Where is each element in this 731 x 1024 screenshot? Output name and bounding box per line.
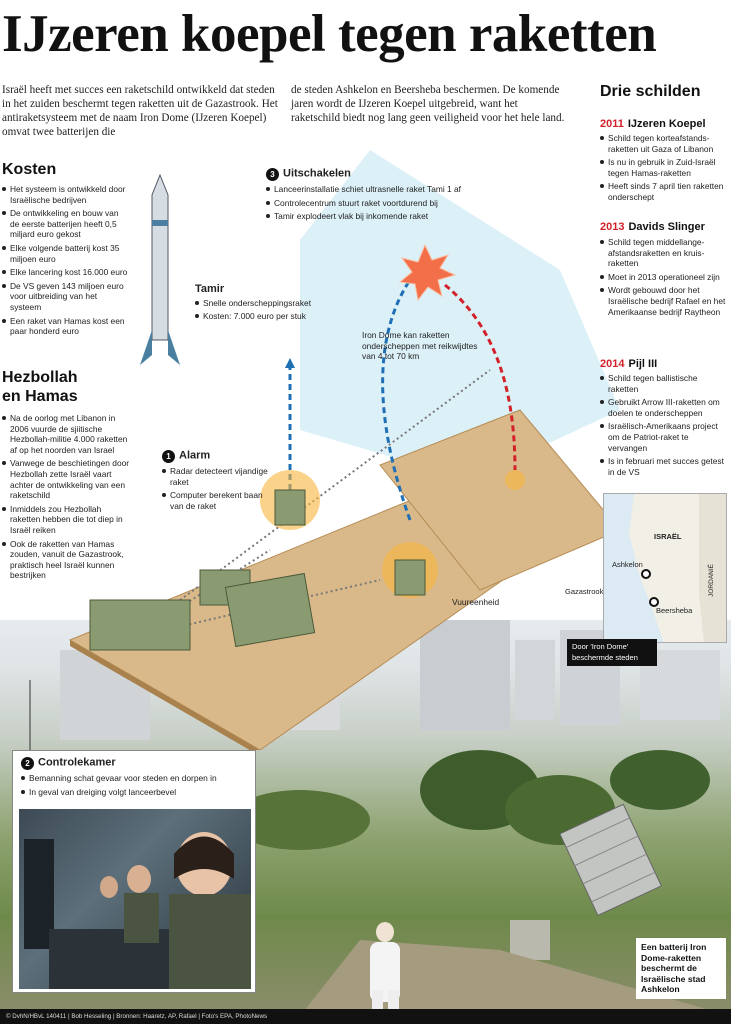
step2-list: Bemanning schat gevaar voor steden en do… (21, 773, 251, 797)
list-item: Snelle onderscheppingsraket (195, 298, 345, 309)
tamir-label: Tamir Snelle onderscheppingsraket Kosten… (195, 284, 345, 325)
list-item: Heeft sinds 7 april tien raketten onders… (600, 181, 728, 202)
tamir-heading: Tamir (195, 283, 225, 295)
step-number: 2 (21, 757, 34, 770)
step-number: 3 (266, 168, 279, 181)
list-item: Schild tegen korteafstands-raketten uit … (600, 133, 728, 154)
control-room-illustration (24, 832, 251, 989)
map-label-gazastrook: Gazastrook (565, 587, 604, 596)
list-item: Gebruikt Arrow III-raketten om doelen te… (600, 397, 728, 418)
list-item: Een raket van Hamas kost een paar honder… (2, 316, 130, 337)
list-item: Vanwege de beschietingen door Hezbollah … (2, 458, 130, 500)
control-room-photo (19, 809, 251, 989)
hezbollah-heading-line1: Hezbollah (2, 369, 78, 386)
drie-schilden-heading: Drie schilden (600, 83, 701, 100)
list-item: De ontwikkeling en bouw van de eerste ba… (2, 208, 130, 240)
tamir-list: Snelle onderscheppingsraket Kosten: 7.00… (195, 298, 345, 322)
list-item: Wordt gebouwd door het Israëlische bedri… (600, 285, 728, 317)
step1-label: 1 Alarm Radar detecteert vijandige raket … (162, 450, 272, 514)
controlekamer-box: 2 Controlekamer Bemanning schat gevaar vo… (12, 750, 256, 993)
map-label-jordanie: JORDANIË (708, 564, 715, 597)
shield-list-2013: Schild tegen middellange-afstandsrakette… (600, 237, 728, 320)
landscape-photo (0, 620, 731, 1016)
iron-dome-diagram (29, 150, 621, 750)
shield-list-2014: Schild tegen ballistische raketten Gebru… (600, 373, 728, 480)
shield-year: 2013 (600, 221, 625, 233)
list-item: Is nu in gebruik in Zuid-Israël tegen Ha… (600, 157, 728, 178)
list-item: Kosten: 7.000 euro per stuk (195, 311, 345, 322)
shield-year: 2011 (600, 118, 624, 130)
kosten-list: Het systeem is ontwikkeld door Israëlisc… (2, 184, 130, 340)
step1-list: Radar detecteert vijandige raket Compute… (162, 466, 272, 511)
page-title: IJzeren koepel tegen raketten (2, 5, 657, 63)
step3-list: Lanceerinstallatie schiet ultrasnelle ra… (266, 184, 486, 222)
list-item: Het systeem is ontwikkeld door Israëlisc… (2, 184, 130, 205)
list-item: Computer berekent baan van de raket (162, 490, 272, 511)
hezbollah-list: Na de oorlog met Libanon in 2006 vuurde … (2, 413, 130, 584)
list-item: Lanceerinstallatie schiet ultrasnelle ra… (266, 184, 486, 195)
map-label-beersheba: Beersheba (656, 606, 693, 615)
vuureenheid-label: Vuureenheid (452, 597, 500, 607)
map-label-israel: ISRAËL (654, 532, 682, 541)
israel-map (629, 494, 726, 642)
list-item: Schild tegen middellange-afstandsrakette… (600, 237, 728, 269)
credit-bar: © DvhN/HBvL 140411 | Bob Hesseling | Bro… (0, 1009, 731, 1024)
step-number: 1 (162, 450, 175, 463)
step3-label: 3 Uitschakelen Lanceerinstallatie schiet … (266, 168, 486, 225)
list-item: Ook de raketten van Hamas zouden, vanuit… (2, 539, 130, 581)
kosten-heading: Kosten (2, 161, 57, 178)
step1-heading: Alarm (179, 449, 211, 462)
list-item: Inmiddels zou Hezbollah raketten hebben … (2, 504, 130, 536)
photo-caption: Een batterij Iron Dome-raketten bescherm… (636, 938, 726, 999)
list-item: Tamir explodeert vlak bij inkomende rake… (266, 211, 486, 222)
list-item: Is in februari met succes getest in de V… (600, 456, 728, 477)
list-item: Radar detecteert vijandige raket (162, 466, 272, 487)
intro-text-col2: de steden Ashkelon en Beersheba bescherm… (291, 84, 565, 124)
shield-name: Pijl III (628, 358, 658, 370)
shield-list-2011: Schild tegen korteafstands-raketten uit … (600, 133, 728, 206)
list-item: Elke lancering kost 16.000 euro (2, 267, 130, 278)
list-item: Elke volgende batterij kost 35 miljoen e… (2, 243, 130, 264)
list-item: Controlecentrum stuurt raket voortdurend… (266, 198, 486, 209)
list-item: De VS geven 143 miljoen euro voor uitbre… (2, 281, 130, 313)
list-item: Israëlisch-Amerikaans project om de Patr… (600, 421, 728, 453)
list-item: Schild tegen ballistische raketten (600, 373, 728, 394)
list-item: In geval van dreiging volgt lanceerbevel (21, 787, 251, 798)
infographic-scene: Tamir Snelle onderscheppingsraket Kosten… (0, 150, 731, 1016)
hezbollah-heading: Hezbollah en Hamas (2, 368, 78, 406)
hezbollah-heading-line2: en Hamas (2, 388, 78, 405)
shield-name: IJzeren Koepel (627, 118, 706, 130)
intro-text-col1: Israël heeft met succes een raketschild … (2, 84, 278, 138)
list-item: Bemanning schat gevaar voor steden en do… (21, 773, 251, 784)
shield-name: Davids Slinger (628, 221, 705, 233)
map-legend: Door 'Iron Dome' beschermde steden (567, 639, 657, 667)
map-label-ashkelon: Ashkelon (612, 560, 643, 569)
step2-heading: Controlekamer (38, 756, 116, 769)
step2-label: 2 Controlekamer Bemanning schat gevaar vo… (21, 757, 251, 800)
list-item: Na de oorlog met Libanon in 2006 vuurde … (2, 413, 130, 455)
shield-year: 2014 (600, 358, 625, 370)
range-note: Iron Dome kan raketten onderscheppen met… (362, 330, 478, 362)
step3-heading: Uitschakelen (283, 167, 351, 180)
map-inset: ISRAËL JORDANIË Ashkelon Beersheba (603, 493, 727, 643)
list-item: Moet in 2013 operationeel zijn (600, 272, 728, 283)
